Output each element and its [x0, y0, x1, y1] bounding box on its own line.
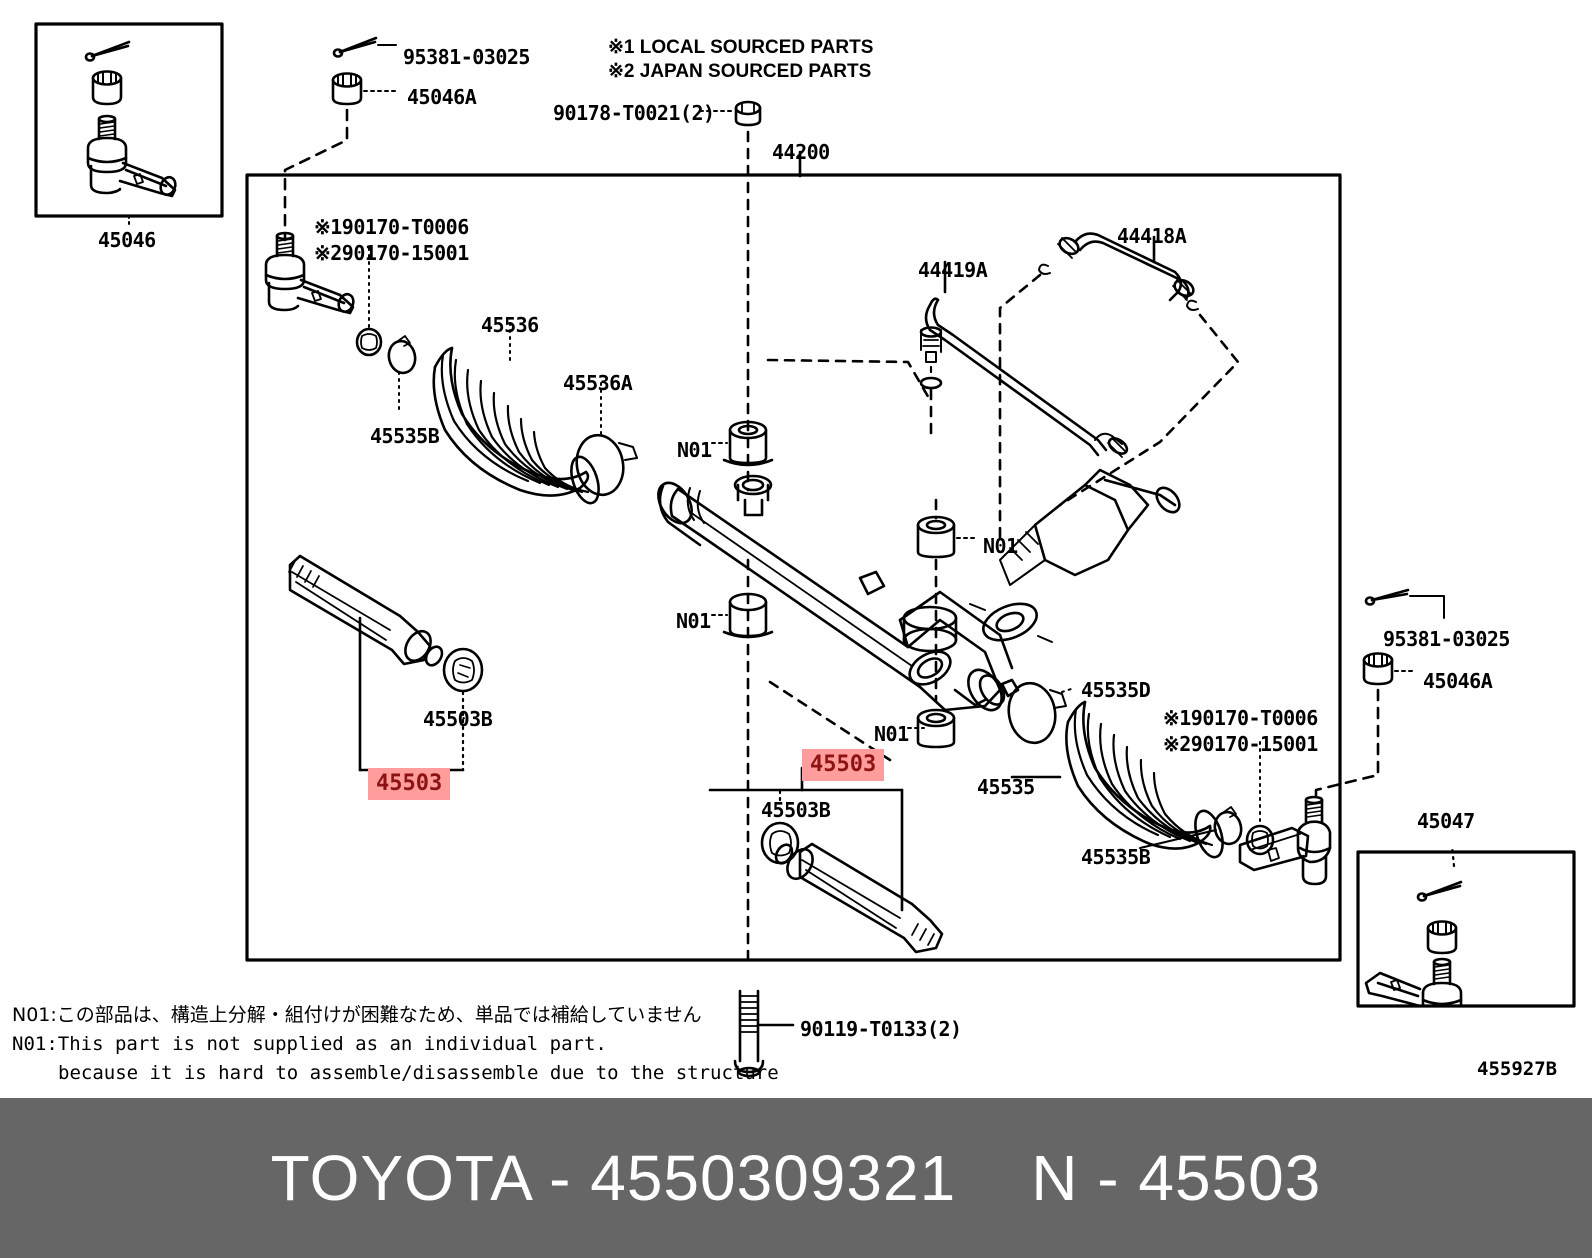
bottom-bar [0, 1098, 1592, 1258]
diagram-id: 455927B [1477, 1058, 1558, 1080]
highlight-45503-left[interactable]: 45503 [368, 768, 451, 800]
note-japanese: N01:この部品は、構造上分解・組付けが困難なため、単品では補給していません [12, 1004, 702, 1026]
callout-90178-t0021: 90178-T0021(2) [553, 101, 715, 125]
legend-japan-sourced: ※2 JAPAN SOURCED PARTS [608, 61, 872, 82]
callout-n01-a: N01 [677, 438, 712, 462]
callout-45046: 45046 [98, 228, 156, 252]
callout-45536a: 45536A [563, 371, 633, 395]
callout-44200: 44200 [772, 140, 830, 164]
callout-90119-t0133: 90119-T0133(2) [800, 1017, 962, 1041]
callout-44418a: 44418A [1117, 224, 1187, 248]
callout-190170-t0006-left: ※190170-T0006 [314, 215, 469, 239]
note-english-line2: because it is hard to assemble/disassemb… [58, 1062, 779, 1084]
callout-95381-03025-right: 95381-03025 [1383, 627, 1510, 651]
callout-45046a-right: 45046A [1423, 669, 1493, 693]
callout-45535d: 45535D [1081, 678, 1151, 702]
callout-45046a-top: 45046A [407, 85, 477, 109]
legend-local-sourced: ※1 LOCAL SOURCED PARTS [608, 37, 874, 58]
callout-n01-c: N01 [676, 609, 711, 633]
callout-190170-t0006-right: ※190170-T0006 [1163, 706, 1318, 730]
callout-290170-15001-left: ※290170-15001 [314, 241, 469, 265]
callout-n01-b: N01 [983, 534, 1018, 558]
callout-45503b-center: 45503B [761, 798, 831, 822]
callout-45535b-right: 45535B [1081, 845, 1151, 869]
highlight-45503-center[interactable]: 45503 [802, 749, 885, 781]
callout-95381-03025-top: 95381-03025 [403, 45, 530, 69]
callout-290170-15001-right: ※290170-15001 [1163, 732, 1318, 756]
callout-45503b-left: 45503B [423, 707, 493, 731]
note-english-line1: N01:This part is not supplied as an indi… [12, 1033, 607, 1055]
callout-45535: 45535 [977, 775, 1035, 799]
callout-45536: 45536 [481, 313, 539, 337]
callout-n01-d: N01 [874, 722, 909, 746]
callout-44419a: 44419A [918, 258, 988, 282]
bottom-bar-title: TOYOTA - 4550309321 N - 45503 [270, 1142, 1322, 1214]
callout-45047: 45047 [1417, 809, 1475, 833]
callout-45535b-left: 45535B [370, 424, 440, 448]
